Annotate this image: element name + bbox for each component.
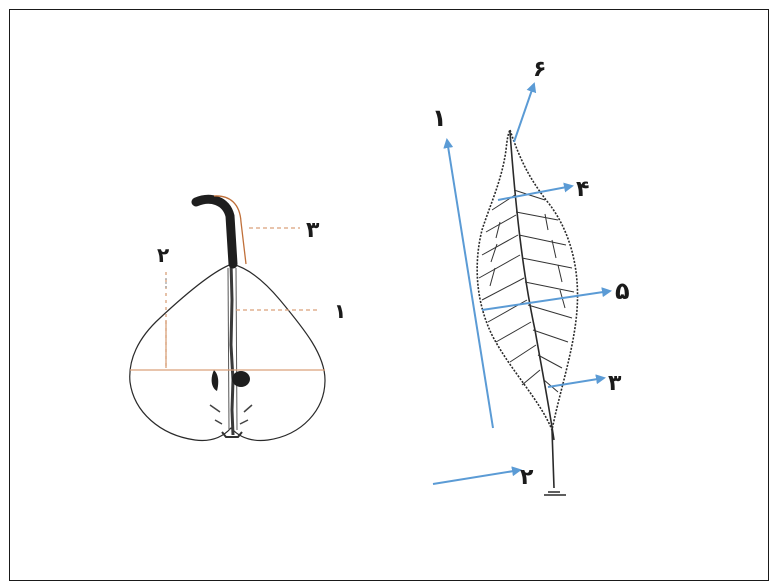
- arrow-petiole: [433, 470, 520, 484]
- arrow-midrib: [482, 291, 610, 310]
- arrow-apex: [514, 84, 534, 142]
- leaf-label-petiole: ۲: [520, 465, 534, 490]
- pear-seed: [212, 370, 219, 391]
- arrow-tip-edge: [498, 186, 572, 200]
- pear-label-width: ۲: [157, 243, 169, 267]
- pear-outline: [130, 264, 325, 441]
- leaf-label-margin: ۳: [608, 371, 622, 396]
- pear-label-axis: ۱: [334, 299, 346, 323]
- leaf-petiole: [544, 430, 566, 495]
- leaf-label-blade: ۱: [432, 104, 447, 132]
- leaf-veins: [479, 190, 574, 392]
- leaf-drawing: ۱ ۶ ۴ ۵ ۳ ۲: [432, 57, 630, 495]
- leaf-label-apex: ۶: [533, 57, 546, 82]
- pear-stem: [196, 199, 233, 264]
- leaf-label-tip-edge: ۴: [576, 177, 589, 202]
- arrow-margin: [548, 378, 604, 387]
- arrow-blade: [447, 140, 493, 428]
- leaf-label-midrib: ۵: [615, 277, 630, 305]
- pear-seed: [232, 371, 250, 387]
- pear-label-stem: ۳: [306, 218, 320, 243]
- pear-drawing: ۳ ۱ ۲: [130, 196, 346, 441]
- pear-core: [231, 262, 233, 435]
